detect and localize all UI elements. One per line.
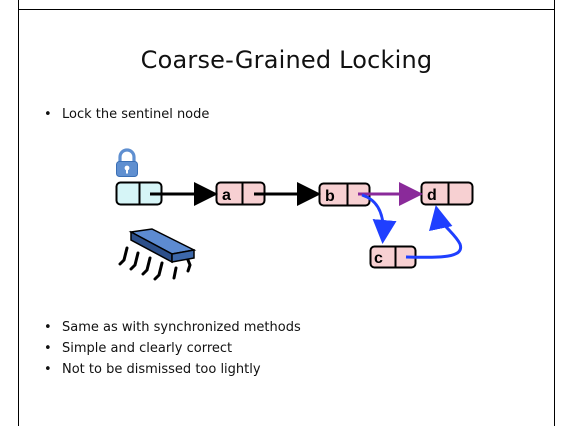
slide-border-right	[554, 0, 555, 426]
node-label-d: d	[427, 187, 437, 204]
thread-chip-icon	[118, 228, 197, 281]
bullet-text: Simple and clearly correct	[62, 341, 233, 356]
list-node-sentinel	[115, 181, 163, 206]
node-label-c: c	[374, 250, 383, 267]
slide-title: Coarse-Grained Locking	[140, 46, 433, 74]
pointer-c-to-d	[405, 205, 463, 259]
bullet-item: •Not to be dismissed too lightly	[44, 362, 261, 377]
pointer-b-to-c	[361, 193, 397, 244]
bullet-item: •Simple and clearly correct	[44, 341, 233, 356]
slide-border-left	[18, 0, 19, 426]
slide-border-top	[18, 9, 555, 10]
node-label-b: b	[325, 188, 335, 205]
bullet-text: Lock the sentinel node	[62, 107, 210, 122]
list-node-b: b	[318, 182, 371, 207]
lock-icon	[116, 148, 138, 177]
bullet-item: •Same as with synchronized methods	[44, 320, 301, 335]
bullet-item: •Lock the sentinel node	[44, 107, 210, 122]
list-node-d: d	[420, 181, 474, 206]
bullet-text: Same as with synchronized methods	[62, 320, 301, 335]
node-label-a: a	[222, 187, 231, 204]
bullet-text: Not to be dismissed too lightly	[62, 362, 261, 377]
